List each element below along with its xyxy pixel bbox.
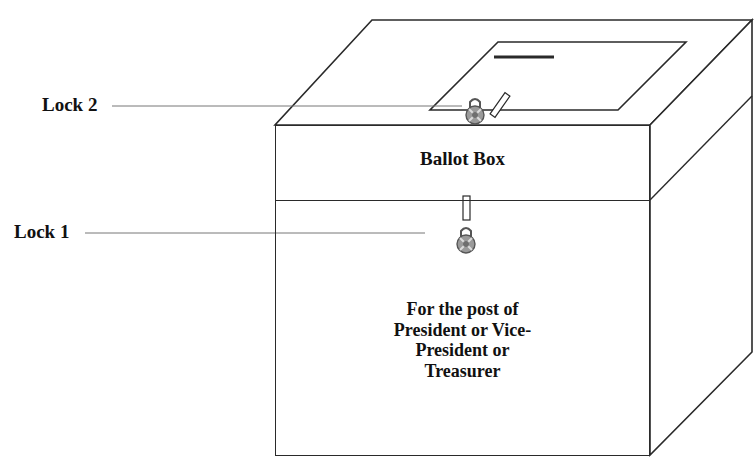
lock-symbol — [466, 99, 484, 124]
leader-line — [85, 233, 425, 234]
hasp — [490, 93, 510, 118]
ballot-slot — [494, 56, 554, 59]
front-panel: For the post of President or Vice-Presid… — [275, 200, 650, 456]
box-text: For the post of President or Vice-Presid… — [393, 299, 533, 382]
box-side — [650, 20, 752, 455]
part-label: Lock 2 — [42, 94, 97, 116]
lock-symbol — [457, 228, 475, 253]
part-label: Lock 1 — [14, 221, 69, 243]
lid-edge — [650, 96, 752, 200]
lid-band: Ballot Box — [275, 125, 650, 201]
slot-plate — [430, 42, 686, 110]
box-text: Ballot Box — [283, 148, 643, 170]
leader-line — [112, 106, 462, 107]
